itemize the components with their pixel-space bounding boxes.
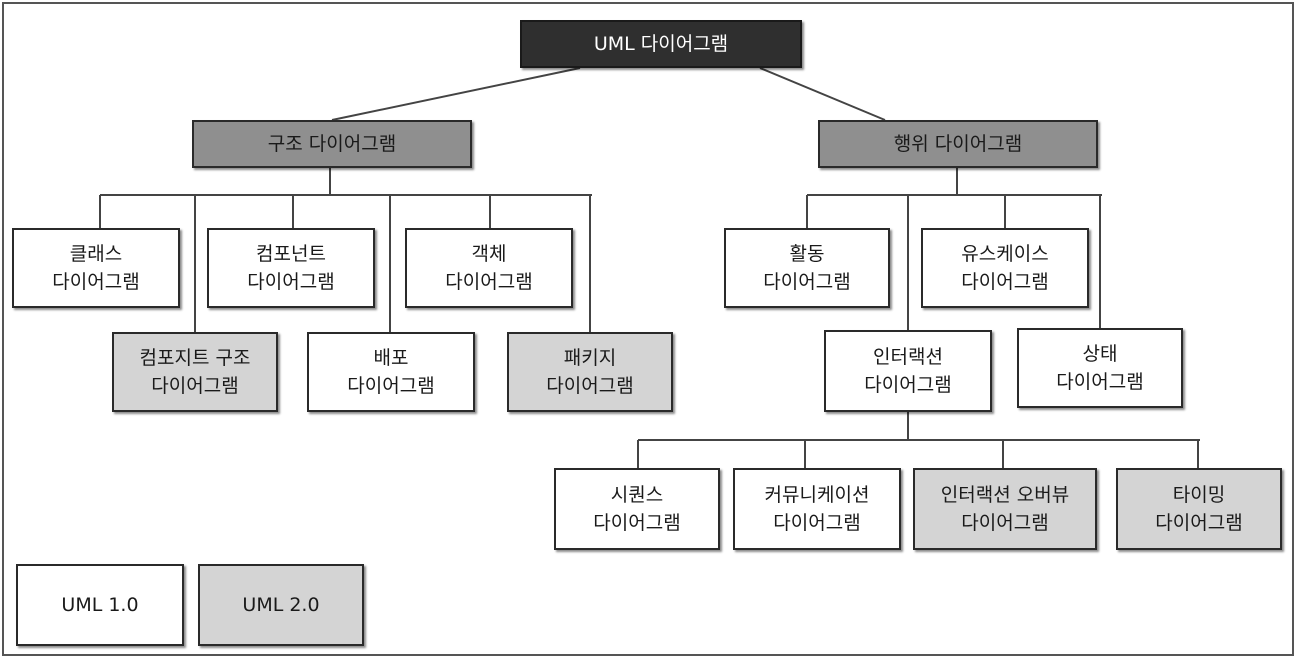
behavior-diagram-node: 행위 다이어그램 [818,120,1098,168]
legend-uml1: UML 1.0 [16,564,184,646]
behavior-label: 행위 다이어그램 [893,133,1023,155]
activity-line1: 활동 [789,243,825,265]
class-diagram-node: 클래스 다이어그램 [12,228,180,308]
overview-line1: 인터랙션 오버뷰 [940,484,1070,506]
structure-diagram-node: 구조 다이어그램 [192,120,472,168]
sequence-line1: 시퀀스 [610,484,664,506]
sequence-line2: 다이어그램 [593,512,681,534]
usecase-line1: 유스케이스 [961,243,1049,265]
state-diagram-node: 상태 다이어그램 [1017,328,1183,408]
sequence-diagram-node: 시퀀스 다이어그램 [554,468,720,550]
root-label: UML 다이어그램 [593,33,729,55]
timing-diagram-node: 타이밍 다이어그램 [1116,468,1282,550]
overview-line2: 다이어그램 [961,512,1049,534]
object-line1: 객체 [471,243,507,265]
state-line2: 다이어그램 [1056,371,1144,393]
object-line2: 다이어그램 [445,271,533,293]
interaction-overview-diagram-node: 인터랙션 오버뷰 다이어그램 [913,468,1097,550]
component-line1: 컴포넌트 [256,243,326,265]
structure-label: 구조 다이어그램 [267,133,397,155]
composite-line1: 컴포지트 구조 [139,347,251,369]
communication-diagram-node: 커뮤니케이션 다이어그램 [733,468,901,550]
deployment-line1: 배포 [373,347,409,369]
component-diagram-node: 컴포넌트 다이어그램 [207,228,375,308]
usecase-line2: 다이어그램 [961,271,1049,293]
composite-line2: 다이어그램 [151,375,239,397]
timing-line1: 타이밍 [1172,484,1226,506]
state-line1: 상태 [1082,343,1118,365]
legend-uml1-label: UML 1.0 [61,594,139,616]
component-line2: 다이어그램 [247,271,335,293]
interaction-line2: 다이어그램 [864,374,952,396]
activity-diagram-node: 활동 다이어그램 [724,228,890,308]
class-line2: 다이어그램 [52,271,140,293]
deployment-line2: 다이어그램 [347,375,435,397]
package-diagram-node: 패키지 다이어그램 [507,332,673,412]
connector-root-behavior [759,67,886,121]
composite-structure-diagram-node: 컴포지트 구조 다이어그램 [112,332,278,412]
communication-line1: 커뮤니케이션 [764,484,870,506]
activity-line2: 다이어그램 [763,271,851,293]
object-diagram-node: 객체 다이어그램 [405,228,573,308]
legend-uml2: UML 2.0 [198,564,364,646]
communication-line2: 다이어그램 [773,512,861,534]
package-line1: 패키지 [563,347,617,369]
package-line2: 다이어그램 [546,375,634,397]
usecase-diagram-node: 유스케이스 다이어그램 [921,228,1089,308]
interaction-line1: 인터랙션 [873,346,943,368]
legend-uml2-label: UML 2.0 [242,594,320,616]
uml-diagram-root-node: UML 다이어그램 [520,20,802,68]
timing-line2: 다이어그램 [1155,512,1243,534]
interaction-diagram-node: 인터랙션 다이어그램 [824,330,992,412]
deployment-diagram-node: 배포 다이어그램 [307,332,475,412]
connector-root-structure [331,67,581,121]
class-line1: 클래스 [69,243,123,265]
